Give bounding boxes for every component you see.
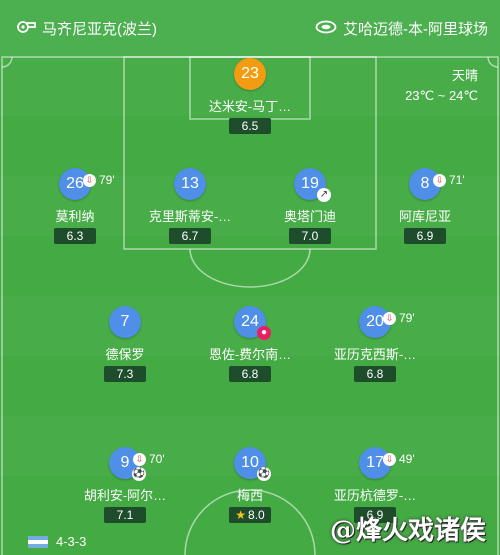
player-number: 23 xyxy=(234,58,266,90)
player-number: 13 xyxy=(174,168,206,200)
player-rating: 7.3 xyxy=(104,366,146,382)
player-number: 8 xyxy=(420,175,430,192)
player-number: 19 xyxy=(301,175,319,192)
player-card[interactable]: 20 ⇩ 79' 亚历克西斯-… 6.8 xyxy=(310,306,440,383)
substitution-info: ⇩ 79' xyxy=(83,164,115,196)
player-card[interactable]: 10 ⚽ 梅西 ★8.0 xyxy=(185,447,315,524)
player-rating-value: 8.0 xyxy=(248,508,265,522)
player-number-wrap: 17 ⇩ 49' xyxy=(359,447,415,479)
player-number: 7 xyxy=(109,306,141,338)
player-rating: 6.5 xyxy=(229,118,271,134)
substitution-minute: 79' xyxy=(99,173,115,187)
player-number: 24 xyxy=(241,313,259,330)
player-card[interactable]: 26 ⇩ 79' 莫利纳 6.3 xyxy=(10,168,140,245)
weather-condition: 天晴 xyxy=(451,68,478,83)
watermark: @烽火戏诸侯 xyxy=(329,516,486,546)
player-card[interactable]: 8 ⇩ 71' 阿库尼亚 6.9 xyxy=(360,168,490,245)
player-number-wrap: 8 ⇩ 71' xyxy=(409,168,465,200)
weather-temperature: 23℃ ~ 24℃ xyxy=(405,88,478,103)
player-name: 莫利纳 xyxy=(55,209,95,224)
player-number-wrap: 24 ● xyxy=(234,306,271,340)
substitution-icon: ⇩ xyxy=(433,173,446,187)
assist-icon: ● xyxy=(257,326,271,340)
stadium-info: 艾哈迈德-本-阿里球场 xyxy=(315,18,488,39)
player-number-wrap: 19 ↗ xyxy=(294,168,331,202)
substitution-minute: 71' xyxy=(449,173,465,187)
player-number: 20 xyxy=(366,313,384,330)
player-name: 奥塔门迪 xyxy=(283,209,336,224)
match-info-bar: 马齐尼亚克(波兰) 艾哈迈德-本-阿里球场 xyxy=(0,0,500,56)
player-name: 亚历克西斯-… xyxy=(333,347,417,362)
substitution-icon: ⇩ xyxy=(83,173,96,187)
player-name: 恩佐-费尔南… xyxy=(208,347,292,362)
player-rating: ★8.0 xyxy=(229,507,271,523)
weather-info: 天晴 23℃ ~ 24℃ xyxy=(405,66,478,106)
substitution-icon: ⇩ xyxy=(383,311,396,325)
player-rating: 7.1 xyxy=(104,507,146,523)
whistle-icon xyxy=(16,20,36,38)
substitution-info: ⇩ 70' xyxy=(133,443,165,475)
player-number: 17 xyxy=(366,454,384,471)
substitution-info: ⇩ 79' xyxy=(383,302,415,334)
substitution-minute: 79' xyxy=(399,311,415,325)
player-number-wrap: 26 ⇩ 79' xyxy=(59,168,115,200)
player-card[interactable]: 23 达米安-马丁… 6.5 xyxy=(185,58,315,135)
player-rating: 6.7 xyxy=(169,228,211,244)
substitution-minute: 70' xyxy=(149,452,165,466)
player-card[interactable]: 19 ↗ 奥塔门迪 7.0 xyxy=(245,168,375,245)
player-number-wrap: 20 ⇩ 79' xyxy=(359,306,415,338)
player-rating: 7.0 xyxy=(289,228,331,244)
player-card[interactable]: 7 德保罗 7.3 xyxy=(60,306,190,383)
player-number-wrap: 10 ⚽ xyxy=(234,447,271,481)
player-name: 胡利安-阿尔… xyxy=(83,488,167,503)
substitution-icon: ⇩ xyxy=(133,452,146,466)
player-rating: 6.8 xyxy=(354,366,396,382)
argentina-flag-icon xyxy=(28,535,48,548)
player-card[interactable]: 17 ⇩ 49' 亚历杭德罗-… 6.9 xyxy=(310,447,440,524)
referee-info: 马齐尼亚克(波兰) xyxy=(16,18,157,39)
formation-label: 4-3-3 xyxy=(56,534,87,549)
player-number-wrap: 9 ⇩ 70' ⚽ xyxy=(109,447,165,481)
stadium-icon xyxy=(315,20,337,38)
player-number: 26 xyxy=(66,175,84,192)
ball-icon: ⚽ xyxy=(257,467,271,481)
player-name: 亚历杭德罗-… xyxy=(333,488,417,503)
player-rating: 6.9 xyxy=(404,228,446,244)
player-name: 德保罗 xyxy=(105,347,145,362)
player-name: 达米安-马丁… xyxy=(208,99,292,114)
substitution-info: ⇩ 71' xyxy=(433,164,465,196)
player-number: 9 xyxy=(120,454,130,471)
player-name: 梅西 xyxy=(236,488,263,503)
substitution-info: ⇩ 49' xyxy=(383,443,415,475)
player-name: 克里斯蒂安-… xyxy=(148,209,232,224)
player-name: 阿库尼亚 xyxy=(398,209,451,224)
star-icon: ★ xyxy=(235,508,247,522)
formation-info: 4-3-3 xyxy=(28,534,86,549)
substitution-icon: ⇩ xyxy=(383,452,396,466)
player-card[interactable]: 24 ● 恩佐-费尔南… 6.8 xyxy=(185,306,315,383)
ball-icon: ⚽ xyxy=(132,467,146,481)
substitution-minute: 49' xyxy=(399,452,415,466)
referee-name: 马齐尼亚克(波兰) xyxy=(42,21,157,38)
player-card[interactable]: 13 克里斯蒂安-… 6.7 xyxy=(125,168,255,245)
stadium-name: 艾哈迈德-本-阿里球场 xyxy=(343,21,488,38)
player-number: 10 xyxy=(241,454,259,471)
player-card[interactable]: 9 ⇩ 70' ⚽ 胡利安-阿尔… 7.1 xyxy=(60,447,190,524)
player-rating: 6.8 xyxy=(229,366,271,382)
key-pass-icon: ↗ xyxy=(317,188,331,202)
player-rating: 6.9 xyxy=(354,507,396,523)
player-rating: 6.3 xyxy=(54,228,96,244)
